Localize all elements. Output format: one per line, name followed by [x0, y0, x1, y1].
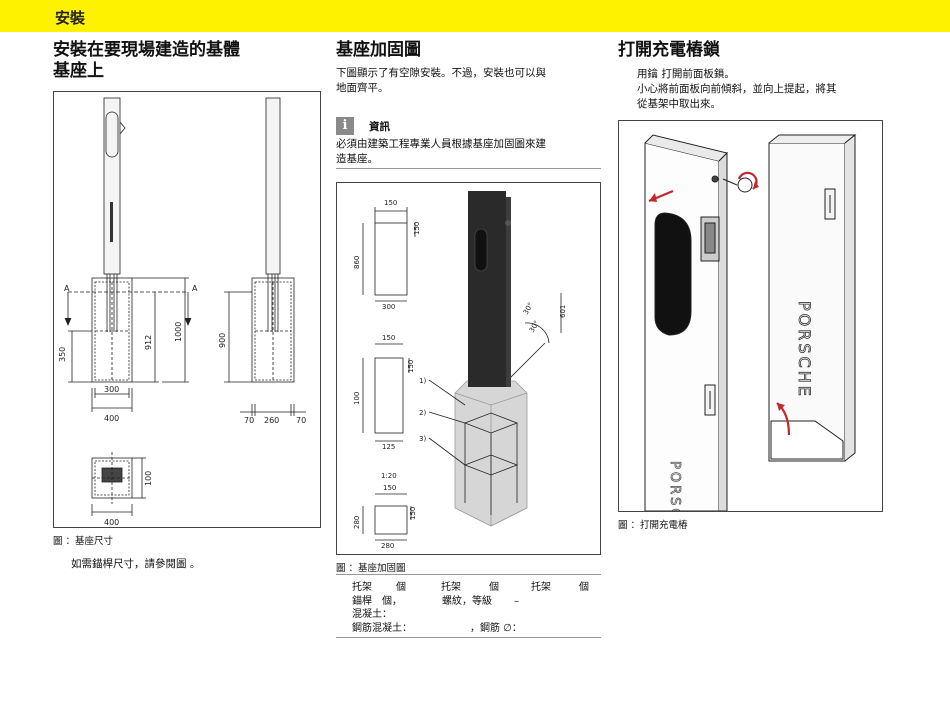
col2-intro: 下圖顯示了有空隙安裝。不過，安裝也可以與 地面齊平。 [336, 67, 546, 94]
dim-100: 100 [353, 392, 361, 405]
dim-300: 300 [382, 303, 395, 311]
col1-title: 安裝在要現場建造的基體 基座上 [53, 40, 240, 81]
section-header-bar: 安裝 [0, 0, 950, 32]
dim-601: 601 [559, 305, 567, 318]
dim-1000: 1000 [174, 322, 183, 342]
col1-figure-caption: 圖 ：基座尺寸 [53, 536, 114, 547]
dim-150-a: 150 [384, 199, 397, 207]
dim-150-d: 150 [407, 360, 415, 373]
dim-300: 300 [104, 385, 119, 394]
column-open-charger: 打開充電樁鎖 用鑰 打開前面板鎖。 小心將前面板向前傾斜，並向上提起，將其 從基… [618, 40, 883, 545]
scale-1-20: 1:20 [381, 472, 397, 480]
porsche-brand-text-panel: PORSCHE [667, 461, 682, 511]
info-text: 必須由建築工程專業人員根據基座加固圖來建 造基座。 [336, 138, 546, 165]
dim-100: 100 [144, 471, 153, 486]
section-title: 安裝 [55, 9, 86, 27]
dim-70-right: 70 [296, 416, 306, 425]
dim-280-a: 280 [353, 516, 361, 529]
legend-bottom-rule [336, 637, 601, 638]
angle-30-b: 30° [528, 319, 541, 334]
col2-title: 基座加固圖 [336, 40, 421, 60]
legend-top-rule [336, 574, 601, 575]
foundation-dimensions-drawing: A A 350 912 1000 900 300 400 70 260 70 1… [58, 97, 306, 527]
section-a-right-label: A [192, 284, 198, 293]
col3-title: 打開充電樁鎖 [618, 40, 720, 60]
info-label: 資訊 [369, 121, 390, 133]
legend-row-reinforced: 鋼筋混凝土：，鋼筋 ∅： [352, 622, 522, 634]
col3-figure-caption: 圖 ：打開充電樁 [618, 520, 688, 531]
dim-70-left: 70 [244, 416, 254, 425]
dim-280-b: 280 [381, 542, 394, 550]
open-charger-drawing: PORSCHE PORSCHE [644, 133, 857, 545]
legend-row-anchor: 錨桿個，螺紋，等級– [352, 595, 519, 607]
info-icon: i [336, 117, 354, 135]
dim-400-top-view: 400 [104, 518, 119, 527]
callout-2: 2) [419, 409, 426, 417]
dim-125: 125 [382, 443, 395, 451]
dim-150-f: 150 [409, 507, 417, 520]
dim-350: 350 [58, 347, 67, 362]
info-divider [336, 168, 601, 169]
porsche-brand-text: PORSCHE [795, 301, 814, 399]
legend-row-brackets: 托架個托架個托架個 [352, 582, 589, 593]
column-foundation-reinforcement: 基座加固圖 下圖顯示了有空隙安裝。不過，安裝也可以與 地面齊平。 i 資訊 必須… [336, 40, 601, 638]
dim-150-b: 150 [413, 222, 421, 235]
section-a-left-label: A [64, 284, 70, 293]
dim-150-e: 150 [383, 484, 396, 492]
dim-900: 900 [218, 333, 227, 348]
foundation-dimensions-figure: A A 350 912 1000 900 300 400 70 260 70 1… [53, 91, 321, 528]
callout-1: 1) [419, 377, 426, 385]
callout-3: 3) [419, 435, 426, 443]
angle-30-a: 30° [522, 301, 535, 316]
legend-row-concrete: 混凝土： [352, 609, 392, 620]
dim-260: 260 [264, 416, 279, 425]
reinforcement-figure: 150 150 860 300 150 150 100 125 1:20 150… [336, 182, 601, 555]
col1-note: 如需錨桿尺寸，請參閱圖 。 [71, 558, 201, 570]
reinforcement-drawing: 150 150 860 300 150 150 100 125 1:20 150… [353, 191, 567, 550]
column-foundation-dimensions: 安裝在要現場建造的基體 基座上 [53, 40, 321, 570]
reinforcement-legend: 托架個托架個托架個 錨桿個，螺紋，等級– 混凝土： 鋼筋混凝土：，鋼筋 ∅： [352, 581, 601, 635]
col2-figure-caption: 圖 ：基座加固圖 [336, 563, 406, 574]
info-box-header: i 資訊 [336, 117, 601, 135]
dim-150-c: 150 [382, 334, 395, 342]
col3-instructions: 用鑰 打開前面板鎖。 小心將前面板向前傾斜，並向上提起，將其 從基架中取出來。 [637, 68, 837, 110]
dim-912: 912 [144, 335, 153, 350]
open-charger-figure: PORSCHE PORSCHE [618, 120, 883, 545]
dim-400: 400 [104, 414, 119, 423]
dim-860: 860 [353, 256, 361, 269]
